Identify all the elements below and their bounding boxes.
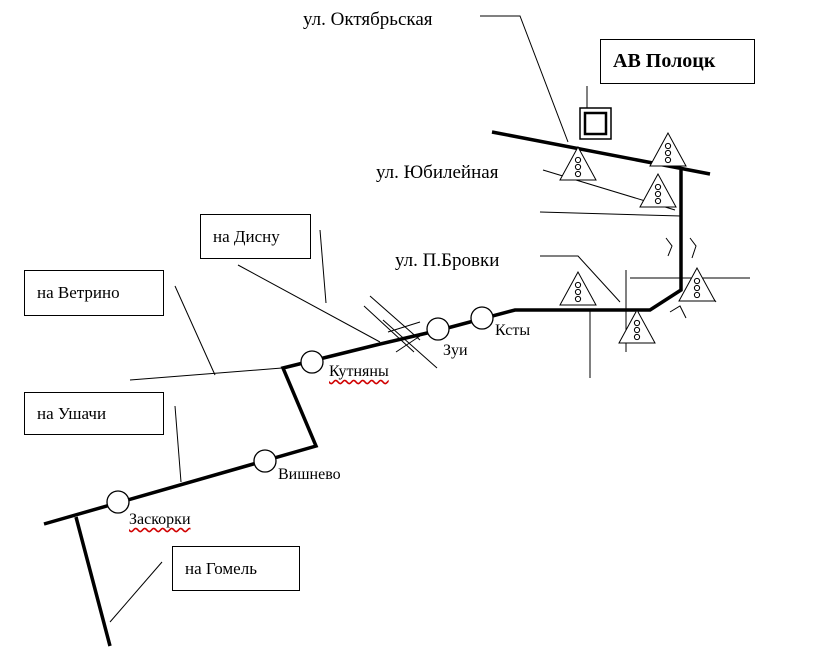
av-polotsk-box: АВ Полоцк	[600, 39, 755, 84]
bus-stop-icon	[106, 490, 130, 514]
thin-lines	[109, 15, 750, 623]
traffic-light-icon	[559, 145, 597, 181]
crossing-tick-2	[395, 335, 421, 353]
vetrino-box: на Ветрино	[24, 270, 164, 316]
leader-gomel	[109, 561, 163, 623]
leader-ushachi	[174, 405, 182, 483]
crossing-line-2	[363, 305, 415, 353]
traffic-light-icon	[639, 172, 677, 208]
main-route	[43, 130, 711, 647]
gomel-box: на Гомель	[172, 546, 300, 591]
leader-brovki	[540, 255, 621, 303]
route-line	[43, 170, 683, 526]
stop-label-vishnevo: Вишнево	[278, 466, 341, 483]
stop-label-zui: Зуи	[443, 342, 468, 359]
traffic-light-icon	[649, 131, 687, 167]
side-street-yubileynaya	[539, 211, 682, 217]
street-label-yubileynaya: ул. Юбилейная	[376, 162, 499, 183]
leader-vetrino	[174, 285, 216, 376]
crossing-line-3	[382, 319, 438, 369]
traffic-light-icon	[559, 270, 597, 306]
junction-mark-2	[689, 237, 697, 259]
junction-mark-1	[665, 237, 673, 257]
disna-box: на Дисну	[200, 214, 311, 259]
bus-stop-icon	[470, 306, 494, 330]
leader-disna-b	[319, 229, 327, 304]
bus-stop-icon	[253, 449, 277, 473]
ushachi-box: на Ушачи	[24, 392, 164, 435]
crossing-line-1	[369, 295, 421, 341]
bus-stop-icon	[300, 350, 324, 374]
traffic-light-icon	[618, 308, 656, 344]
road-gomel	[74, 516, 112, 647]
leader-disna-a	[237, 264, 381, 343]
stop-label-kutnyany: Кутняны	[329, 363, 389, 380]
road-oktyabrskaya	[491, 130, 711, 176]
stop-label-zaskorki: Заскорки	[129, 511, 191, 528]
bus-stop-icon	[426, 317, 450, 341]
traffic-light-icon	[678, 266, 716, 302]
bus-station-icon	[579, 107, 612, 140]
junction-mark-3	[669, 305, 687, 319]
street-label-oktyabrskaya: ул. Октябрьская	[303, 9, 433, 30]
road-vetrino	[129, 367, 283, 381]
stop-label-ksty: Ксты	[495, 322, 531, 339]
leader-oktyabrskaya	[480, 15, 569, 143]
crossing-tick-1	[387, 321, 421, 333]
street-label-brovki: ул. П.Бровки	[395, 250, 500, 271]
